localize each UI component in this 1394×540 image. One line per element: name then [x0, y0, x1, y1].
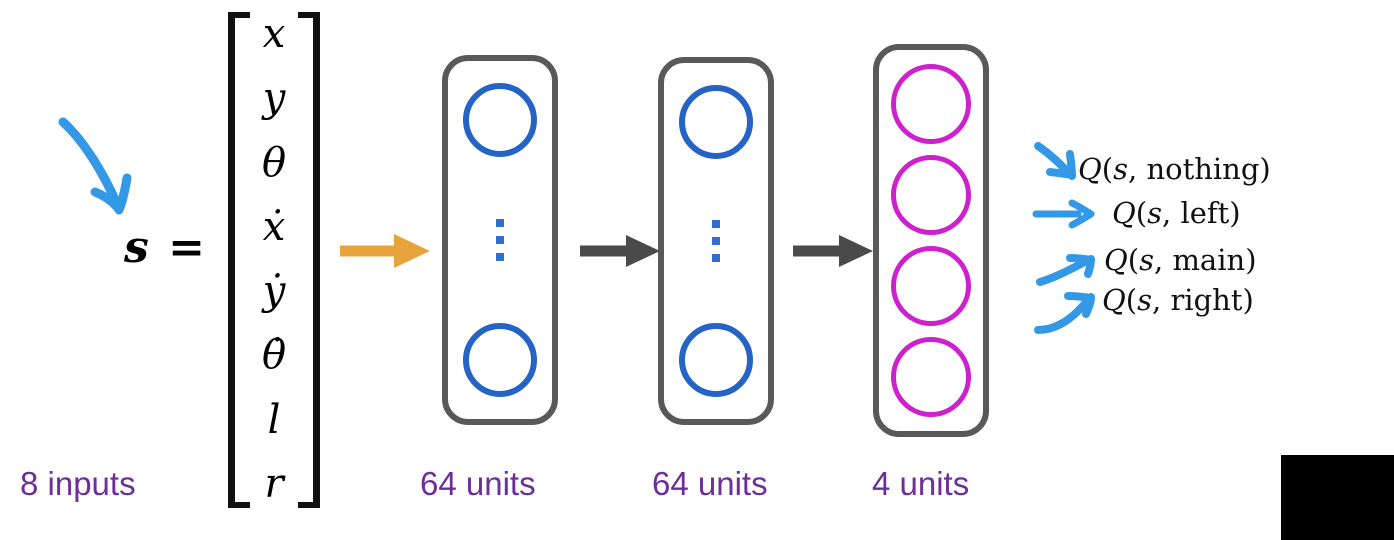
q-close-paren: )	[1245, 243, 1257, 277]
q-value-label-left: Q(s, left)	[1112, 196, 1241, 230]
q-symbol: Q	[1112, 196, 1136, 230]
state-vector-entries: x y θ ẋ ẏ θ̇ l r	[246, 12, 302, 508]
gray-arrow-icon	[580, 235, 660, 267]
bracket-left-icon	[228, 12, 250, 508]
hidden-layer-2-box	[658, 57, 774, 425]
unit-node	[679, 323, 753, 397]
orange-arrow-icon	[340, 234, 430, 268]
unit-node	[891, 155, 971, 235]
q-action-name: main	[1172, 243, 1246, 277]
q-action-name: right	[1170, 283, 1243, 317]
q-open-paren: (	[1127, 243, 1140, 277]
q-value-label-nothing: Q(s, nothing)	[1078, 152, 1271, 186]
state-entry: y	[262, 75, 286, 122]
q-open-paren: (	[1101, 152, 1114, 186]
hand-drawn-blue-arrow-icon	[58, 117, 132, 215]
state-entry: θ̇	[261, 332, 287, 379]
output-layer-box	[873, 44, 989, 437]
q-state-symbol: s	[1113, 152, 1128, 186]
layer-2-caption: 64 units	[652, 465, 768, 502]
q-value-label-right: Q(s, right)	[1102, 283, 1254, 317]
q-close-paren: )	[1259, 152, 1271, 186]
q-close-paren: )	[1229, 196, 1241, 230]
blue-output-arrow-icon	[1032, 199, 1095, 229]
state-vector: x y θ ẋ ẏ θ̇ l r	[228, 12, 320, 508]
q-close-paren: )	[1242, 283, 1254, 317]
q-open-paren: (	[1135, 196, 1148, 230]
state-entry: l	[267, 396, 281, 443]
hidden-layer-1-box	[442, 55, 558, 425]
layer-1-caption: 64 units	[420, 465, 536, 502]
unit-node	[891, 337, 971, 417]
q-separator: ,	[1152, 283, 1171, 317]
q-value-label-main: Q(s, main)	[1104, 243, 1257, 277]
vertical-dots-icon	[712, 220, 720, 262]
blue-output-arrow-icon	[1034, 142, 1076, 180]
unit-node	[463, 323, 537, 397]
q-state-symbol: s	[1147, 196, 1162, 230]
q-state-symbol: s	[1139, 243, 1154, 277]
bracket-right-icon	[298, 12, 320, 508]
q-action-name: nothing	[1146, 152, 1260, 186]
unit-node	[891, 64, 971, 144]
unit-node	[891, 246, 971, 326]
blue-output-arrow-icon	[1034, 292, 1095, 334]
state-entry: x	[262, 11, 286, 57]
output-layer-caption: 4 units	[872, 465, 970, 502]
q-symbol: Q	[1104, 243, 1128, 277]
state-entry: ẋ	[262, 203, 286, 250]
q-separator: ,	[1128, 152, 1147, 186]
q-separator: ,	[1154, 243, 1173, 277]
blue-output-arrow-icon	[1036, 254, 1095, 286]
unit-node	[463, 83, 537, 157]
q-symbol: Q	[1078, 152, 1102, 186]
state-entry: θ	[261, 139, 287, 186]
vertical-dots-icon	[496, 219, 504, 261]
q-symbol: Q	[1102, 283, 1126, 317]
state-equation-label: s =	[124, 222, 207, 273]
q-action-name: left	[1180, 196, 1230, 230]
gray-arrow-icon	[793, 235, 873, 267]
q-open-paren: (	[1125, 283, 1138, 317]
black-patch	[1281, 455, 1394, 540]
state-entry: r	[264, 460, 284, 507]
state-entry: ẏ	[262, 268, 286, 315]
q-state-symbol: s	[1137, 283, 1152, 317]
input-count-caption: 8 inputs	[20, 465, 136, 502]
q-separator: ,	[1162, 196, 1181, 230]
unit-node	[679, 85, 753, 159]
